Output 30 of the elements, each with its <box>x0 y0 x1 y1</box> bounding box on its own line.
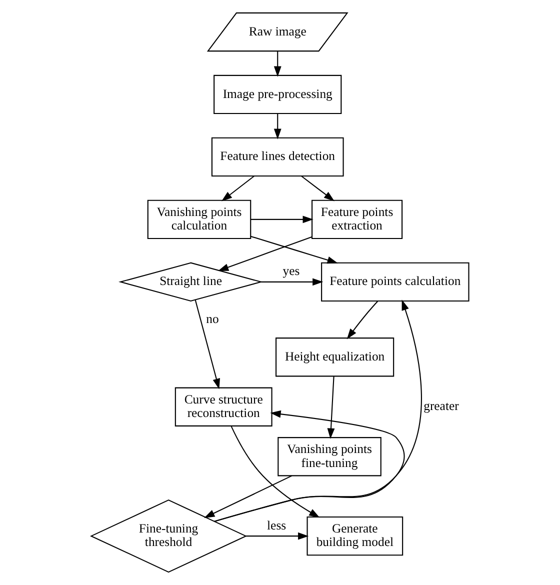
node-box: Feature points extraction <box>312 200 403 240</box>
arrow <box>214 410 405 522</box>
arrow <box>346 300 378 340</box>
edge-label: greater <box>424 399 459 414</box>
arrow <box>250 236 338 264</box>
node-box: Feature points calculation <box>321 262 470 302</box>
arrow <box>274 51 282 77</box>
arrow <box>274 114 282 140</box>
arrow <box>327 376 335 439</box>
arrow <box>204 475 292 518</box>
arrow <box>250 216 314 224</box>
node-box: Curve structure reconstruction <box>174 387 272 426</box>
node-box: Vanishing points calculation <box>147 200 252 240</box>
arrow <box>301 176 334 202</box>
arrow <box>218 236 312 271</box>
node-box: Image pre-processing <box>214 74 342 114</box>
arrow <box>246 532 309 540</box>
node-box: Vanishing points fine-tuning <box>278 437 382 476</box>
node-diamond: Fine-tuning threshold <box>90 499 248 573</box>
edge-label: yes <box>282 264 300 278</box>
arrow <box>230 426 320 518</box>
node-box: Generate building model <box>306 516 404 556</box>
arrow <box>261 278 324 286</box>
edge-label: no <box>206 312 219 326</box>
arrow <box>221 176 254 202</box>
edge-label: less <box>267 518 286 532</box>
node-box: Feature lines detection <box>211 137 344 177</box>
node-box: Height equalization <box>276 338 394 377</box>
arrow <box>214 300 422 522</box>
arrow <box>194 300 220 390</box>
